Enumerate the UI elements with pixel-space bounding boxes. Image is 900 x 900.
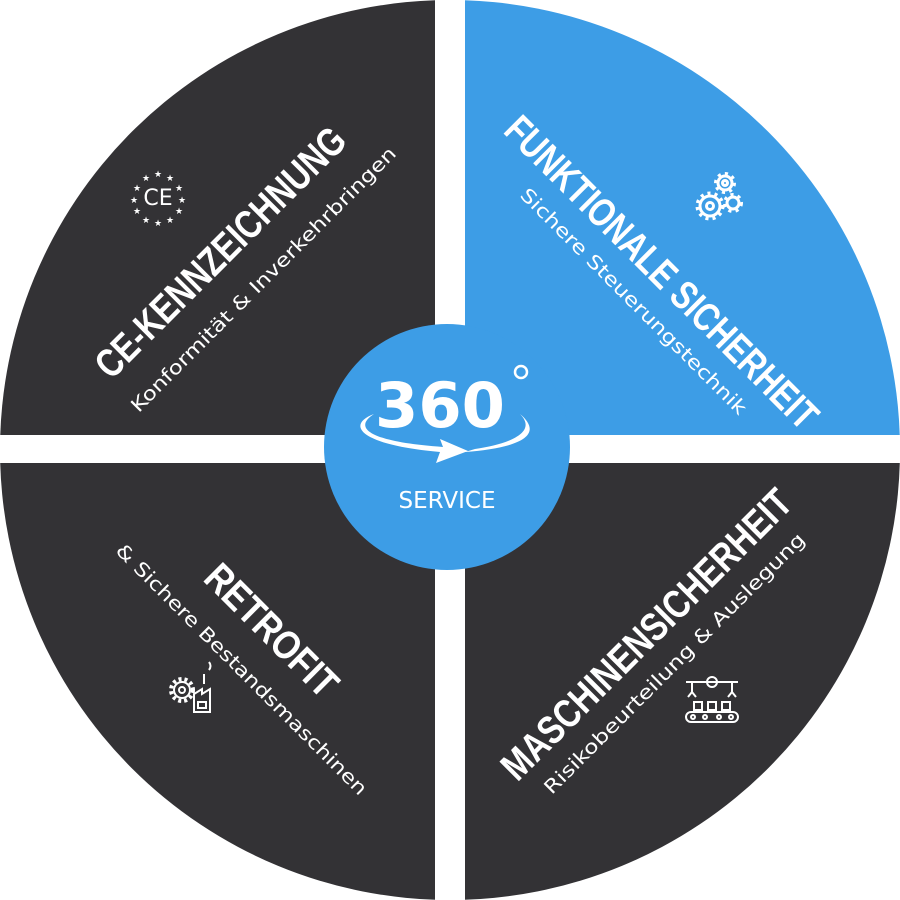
svg-text:★: ★ — [175, 184, 183, 194]
svg-text:★: ★ — [142, 216, 150, 226]
svg-text:★: ★ — [154, 219, 162, 229]
svg-text:CE: CE — [143, 186, 172, 211]
svg-text:★: ★ — [166, 216, 174, 226]
rotation-arrow-icon — [360, 414, 530, 463]
ce-mark-icon: ★ ★ ★ ★ ★ ★ ★ ★ ★ ★ ★ ★ CE — [130, 170, 186, 229]
svg-text:★: ★ — [130, 196, 138, 206]
svg-text:★: ★ — [178, 196, 186, 206]
center-badge[interactable]: 360 SERVICE — [324, 324, 570, 570]
center-number: 360 — [375, 369, 505, 442]
svg-text:★: ★ — [142, 174, 150, 184]
conveyor-robot-icon — [685, 676, 739, 723]
gears-icon — [695, 172, 743, 221]
degree-icon — [513, 364, 529, 380]
svg-text:★: ★ — [175, 207, 183, 217]
center-label: SERVICE — [399, 488, 496, 514]
factory-gear-icon — [169, 661, 212, 713]
svg-text:★: ★ — [154, 170, 162, 180]
svg-text:★: ★ — [133, 207, 141, 217]
svg-text:★: ★ — [133, 184, 141, 194]
svg-text:★: ★ — [166, 174, 174, 184]
